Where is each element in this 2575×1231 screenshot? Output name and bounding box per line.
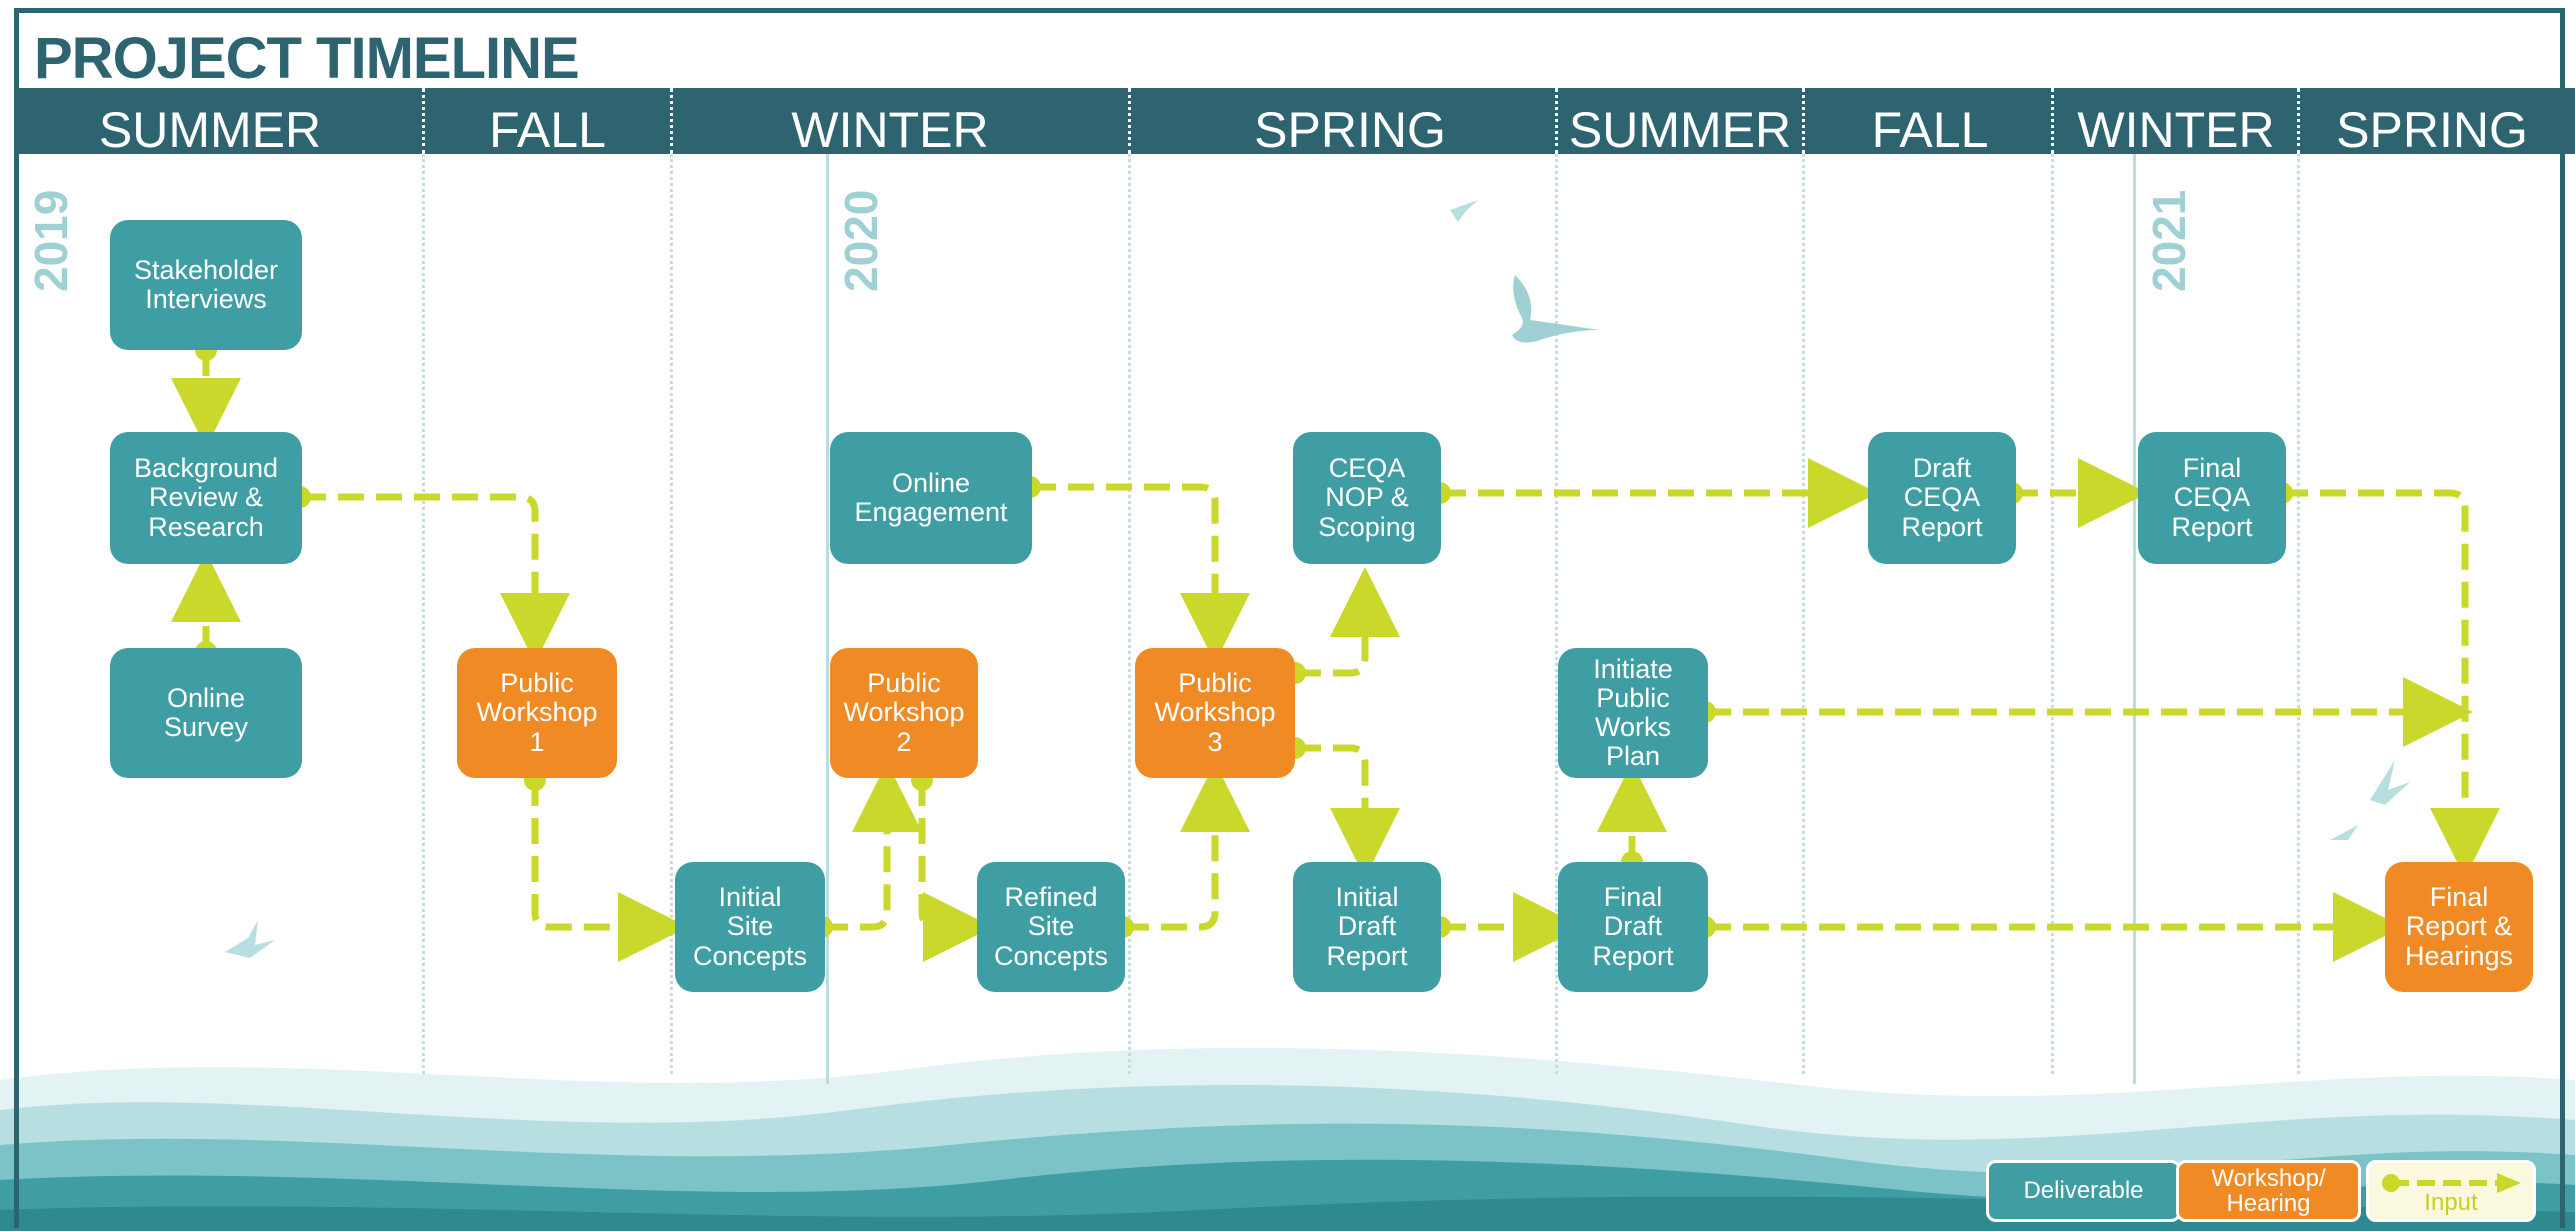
season-divider	[2297, 154, 2300, 1074]
season-label: WINTER	[791, 102, 989, 158]
year-line-2021	[2133, 154, 2136, 1084]
node-final-ceqa-report: Final CEQA Report	[2138, 432, 2286, 564]
node-stakeholder-interviews: Stakeholder Interviews	[110, 220, 302, 350]
connector-final-ceqa-final-report	[2282, 489, 2500, 878]
season-label: SPRING	[2336, 102, 2528, 158]
season-divider	[2297, 88, 2300, 154]
page-title: PROJECT TIMELINE	[34, 26, 580, 91]
season-divider	[1802, 88, 1805, 154]
connector-refined-site-workshop3	[1123, 762, 1250, 931]
season-divider	[670, 154, 673, 1074]
season-divider	[1128, 88, 1131, 154]
node-refined-site-concepts: Refined Site Concepts	[977, 862, 1125, 992]
bird-icon	[2370, 760, 2410, 805]
season-divider	[1555, 88, 1558, 154]
node-initial-draft-report: Initial Draft Report	[1293, 862, 1441, 992]
waves-decoration	[0, 1047, 2575, 1231]
season-label: FALL	[1871, 102, 1989, 158]
node-public-workshop-1: Public Workshop 1	[457, 648, 617, 778]
connector-initial-site-workshop2	[822, 762, 922, 931]
outer-frame	[14, 8, 2565, 1228]
season-label: WINTER	[2077, 102, 2275, 158]
legend-workshop-hearing: Workshop/ Hearing	[2176, 1160, 2361, 1222]
connector-workshop1-initial-site	[531, 780, 688, 962]
legend-input: Input	[2366, 1160, 2536, 1222]
connector-online-engagement-workshop3	[1030, 483, 1250, 663]
bird-icon	[225, 920, 275, 958]
connector-workshop2-refined-site	[918, 780, 993, 962]
legend-input-label: Input	[2424, 1188, 2478, 1216]
node-draft-ceqa-report: Draft CEQA Report	[1868, 432, 2016, 564]
node-background-review: Background Review & Research	[110, 432, 302, 564]
bird-icon	[1512, 275, 1600, 343]
connector-workshop3-ceqa	[1295, 567, 1400, 677]
season-divider	[422, 88, 425, 154]
season-label: FALL	[489, 102, 606, 158]
season-divider	[670, 88, 673, 154]
season-label: SPRING	[1254, 102, 1446, 158]
legend-arrow-icon	[2382, 1173, 2521, 1193]
bird-icon	[1450, 200, 1478, 222]
node-final-draft-report: Final Draft Report	[1558, 862, 1708, 992]
node-ceqa-nop-scoping: CEQA NOP & Scoping	[1293, 432, 1441, 564]
node-public-workshop-2: Public Workshop 2	[830, 648, 978, 778]
season-divider	[2051, 88, 2054, 154]
year-line-2020	[826, 154, 829, 1084]
season-divider	[1555, 154, 1558, 1074]
season-divider	[2051, 154, 2054, 1074]
connector-workshop3-initial-draft	[1295, 744, 1400, 878]
season-label: SUMMER	[1568, 102, 1792, 158]
node-online-engagement: Online Engagement	[830, 432, 1032, 564]
node-initiate-public-works-plan: Initiate Public Works Plan	[1558, 648, 1708, 778]
connector-background-workshop1	[300, 493, 570, 663]
season-label: SUMMER	[98, 102, 322, 158]
node-online-survey: Online Survey	[110, 648, 302, 778]
node-initial-site-concepts: Initial Site Concepts	[675, 862, 825, 992]
bird-icon	[2330, 825, 2358, 840]
season-header-bar	[14, 88, 2575, 154]
node-public-workshop-3: Public Workshop 3	[1135, 648, 1295, 778]
season-divider	[1128, 154, 1131, 1074]
node-final-report-hearings: Final Report & Hearings	[2385, 862, 2533, 992]
season-divider	[1802, 154, 1805, 1074]
legend-deliverable: Deliverable	[1986, 1160, 2181, 1222]
season-divider	[422, 154, 425, 1074]
